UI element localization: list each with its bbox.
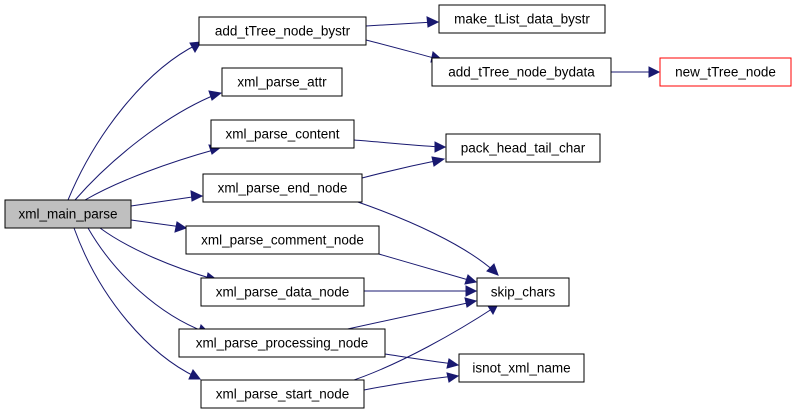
- graph-edges: [67, 16, 661, 391]
- edge-xml_main_parse-xml_parse_end_node: [130, 190, 204, 207]
- node-xml_parse_data_node[interactable]: xml_parse_data_node: [200, 277, 365, 307]
- node-xml_parse_attr[interactable]: xml_parse_attr: [221, 67, 343, 97]
- node-label-make_tList_data_bystr: make_tList_data_bystr: [454, 12, 590, 27]
- edge-xml_parse_data_node-skip_chars: [364, 285, 478, 297]
- edge-xml_main_parse-xml_parse_attr: [74, 90, 223, 201]
- node-pack_head_tail_char[interactable]: pack_head_tail_char: [445, 133, 601, 163]
- edge-xml_parse_start_node-isnot_xml_name: [363, 372, 460, 391]
- node-xml_parse_processing_node[interactable]: xml_parse_processing_node: [178, 328, 386, 358]
- node-add_tTree_node_bystr[interactable]: add_tTree_node_bystr: [198, 16, 367, 46]
- edge-add_tTree_node_bydata-new_tTree_node: [611, 66, 661, 78]
- node-label-xml_parse_processing_node: xml_parse_processing_node: [196, 336, 369, 351]
- edge-xml_parse_processing_node-skip_chars: [342, 297, 478, 331]
- edge-xml_parse_comment_node-skip_chars: [364, 249, 478, 285]
- node-label-add_tTree_node_bystr: add_tTree_node_bystr: [215, 24, 351, 39]
- edge-xml_parse_processing_node-isnot_xml_name: [384, 353, 460, 369]
- edge-xml_parse_end_node-skip_chars: [354, 200, 499, 276]
- node-xml_parse_comment_node[interactable]: xml_parse_comment_node: [185, 225, 380, 255]
- node-label-pack_head_tail_char: pack_head_tail_char: [461, 141, 586, 156]
- node-isnot_xml_name[interactable]: isnot_xml_name: [458, 353, 585, 383]
- edge-xml_parse_end_node-pack_head_tail_char: [361, 156, 446, 179]
- edge-xml_main_parse-xml_parse_comment_node: [130, 219, 188, 233]
- edge-xml_main_parse-add_tTree_node_bystr: [67, 41, 202, 201]
- node-skip_chars[interactable]: skip_chars: [476, 277, 570, 307]
- node-label-add_tTree_node_bydata: add_tTree_node_bydata: [448, 65, 595, 80]
- node-make_tList_data_bystr[interactable]: make_tList_data_bystr: [438, 4, 606, 34]
- node-xml_parse_start_node[interactable]: xml_parse_start_node: [200, 379, 365, 409]
- node-label-xml_parse_end_node: xml_parse_end_node: [218, 181, 348, 196]
- node-label-xml_parse_comment_node: xml_parse_comment_node: [201, 233, 364, 248]
- node-label-xml_parse_data_node: xml_parse_data_node: [216, 285, 350, 300]
- node-new_tTree_node[interactable]: new_tTree_node: [659, 57, 792, 87]
- node-xml_parse_content[interactable]: xml_parse_content: [210, 119, 355, 149]
- node-xml_parse_end_node[interactable]: xml_parse_end_node: [202, 173, 363, 203]
- graph-nodes: xml_main_parse add_tTree_node_bystr make…: [4, 4, 792, 409]
- node-label-xml_main_parse: xml_main_parse: [18, 207, 117, 222]
- node-label-xml_parse_attr: xml_parse_attr: [237, 75, 327, 90]
- node-add_tTree_node_bydata[interactable]: add_tTree_node_bydata: [431, 57, 612, 87]
- edge-add_tTree_node_bystr-add_tTree_node_bydata: [365, 39, 444, 63]
- edge-xml_main_parse-xml_parse_content: [84, 144, 223, 201]
- node-label-xml_parse_start_node: xml_parse_start_node: [216, 387, 350, 402]
- edge-xml_parse_content-pack_head_tail_char: [353, 139, 447, 153]
- node-label-isnot_xml_name: isnot_xml_name: [472, 361, 570, 376]
- node-label-skip_chars: skip_chars: [491, 285, 556, 300]
- edge-add_tTree_node_bystr-make_tList_data_bystr: [365, 16, 440, 28]
- edge-xml_main_parse-xml_parse_start_node: [73, 227, 202, 380]
- node-xml_main_parse[interactable]: xml_main_parse: [4, 199, 132, 229]
- node-label-xml_parse_content: xml_parse_content: [225, 127, 339, 142]
- node-label-new_tTree_node: new_tTree_node: [675, 65, 776, 80]
